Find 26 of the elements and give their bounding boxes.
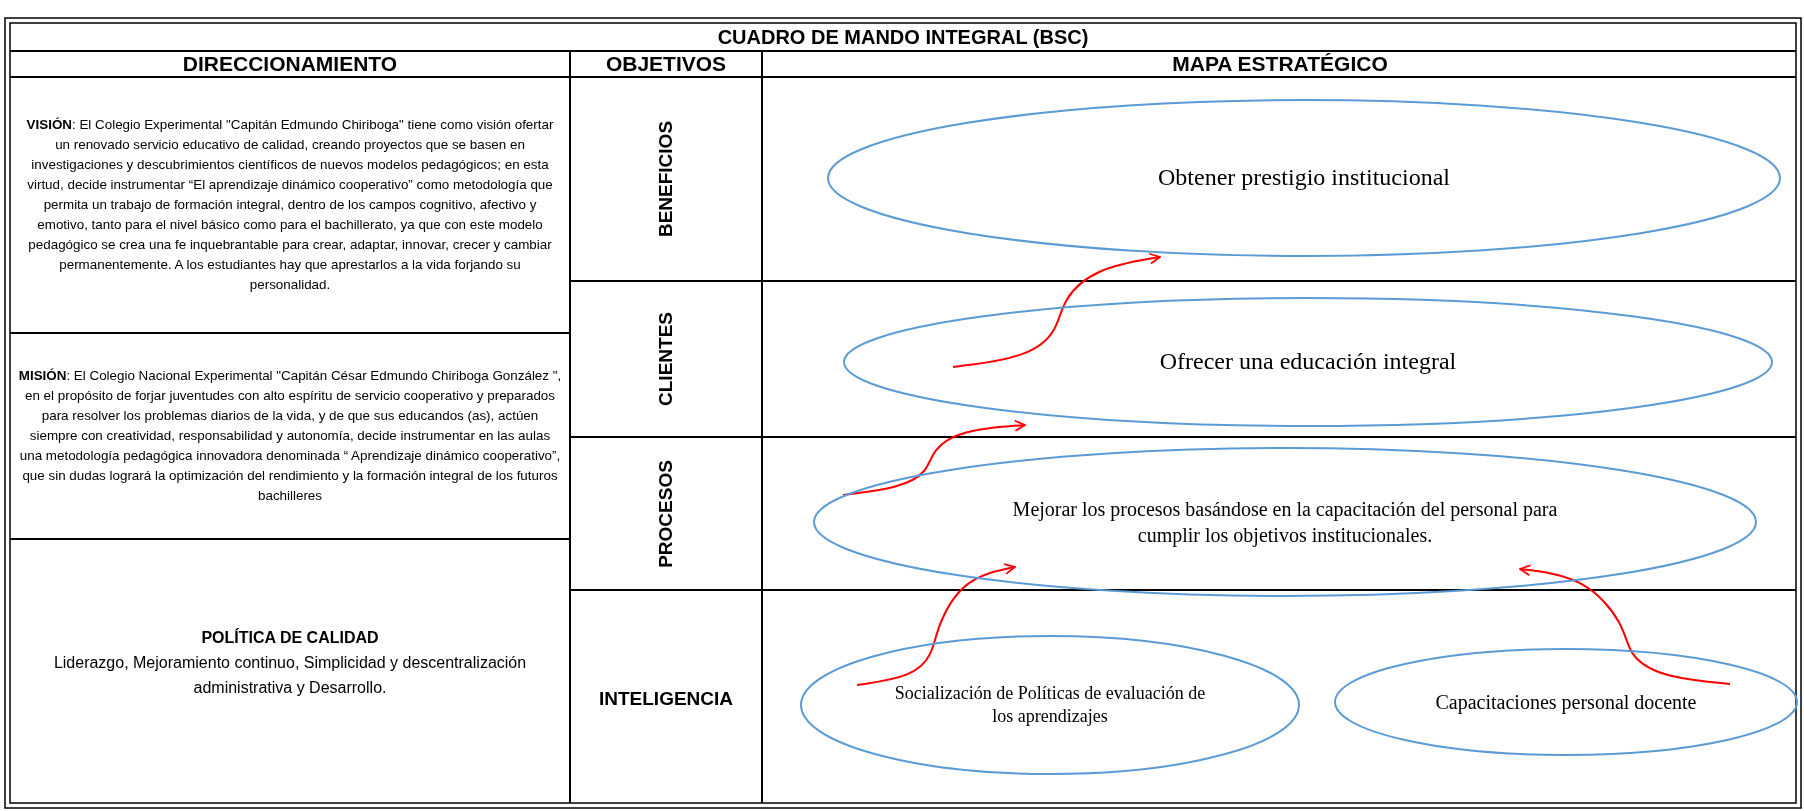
row-header: PROCESOS — [655, 459, 677, 568]
curved-arrow — [856, 563, 1016, 686]
objective-ellipse — [800, 635, 1300, 775]
policy-text: Liderazgo, Mejoramiento continuo, Simplicidad y descentralización administrativa y Desarrollo. — [52, 653, 528, 698]
row-header: INTELIGENCIA — [598, 688, 734, 710]
row-header: BENEFICIOS — [655, 120, 677, 238]
column-header: DIRECCIONAMIENTO — [182, 52, 398, 76]
curved-arrow — [952, 252, 1161, 368]
objective-text: Mejorar los procesos basándose en la capacitación del personal para cumplir los objetivos institucionales. — [1011, 497, 1559, 548]
objective-ellipse — [813, 447, 1757, 597]
policy-heading: POLÍTICA DE CALIDAD — [201, 629, 379, 647]
objective-ellipse — [1334, 648, 1798, 756]
objective-ellipse — [827, 99, 1781, 257]
objective-ellipse — [843, 297, 1773, 427]
column-header: MAPA ESTRATÉGICO — [1172, 52, 1388, 76]
objective-text: Obtener prestigio institucional — [1158, 163, 1450, 193]
curved-arrow — [1519, 564, 1731, 685]
vision-statement: VISIÓN: El Colegio Experimental "Capitán Edmundo Chiriboga" tiene como visión ofertar un renovado servicio educativo de calidad, creando proyectos que se basen en investigaciones y descubrimientos científicos de nuevos modelos pedagógicos; en esta virtud, decide instrumentar “El aprendizaje dinámico cooperativo” como metodología que permita un trabajo de formación integral, dentro de los campos cognitivo, afectivo y emotivo, tanto para el nivel básico como para el bachillerato, ya que con este modelo pedagógico se crea una fe inquebrantable para crear, adaptar, innovar, crecer y cambiar permanentemente. A los estudiantes hay que aprestarlos a la vida forjando su personalidad. — [25, 115, 555, 295]
column-header: OBJETIVOS — [605, 52, 727, 76]
objective-text: Capacitaciones personal docente — [1435, 690, 1697, 715]
objective-text: Socialización de Políticas de evaluación de los aprendizajes — [893, 681, 1207, 728]
mission-statement: MISIÓN: El Colegio Nacional Experimental "Capitán César Edmundo Chiriboga González ", en el propósito de forjar juventudes con alto espíritu de servicio cooperativo y preparados para resolver los problemas diarios de la vida, y de que sus educandos (as), actúen siempre con creatividad, responsabilidad y autonomía, decide instrumentar en las aulas una metodología pedagógica innovadora denominada “ Aprendizaje dinámico cooperativo”, que sin dudas logrará la optimización del rendimiento y la formación integral de los futuros bachilleres — [18, 366, 562, 506]
objective-text: Ofrecer una educación integral — [1159, 347, 1457, 377]
table-title: CUADRO DE MANDO INTEGRAL (BSC) — [717, 25, 1089, 49]
row-header: CLIENTES — [655, 312, 677, 406]
curved-arrow — [842, 419, 1026, 496]
